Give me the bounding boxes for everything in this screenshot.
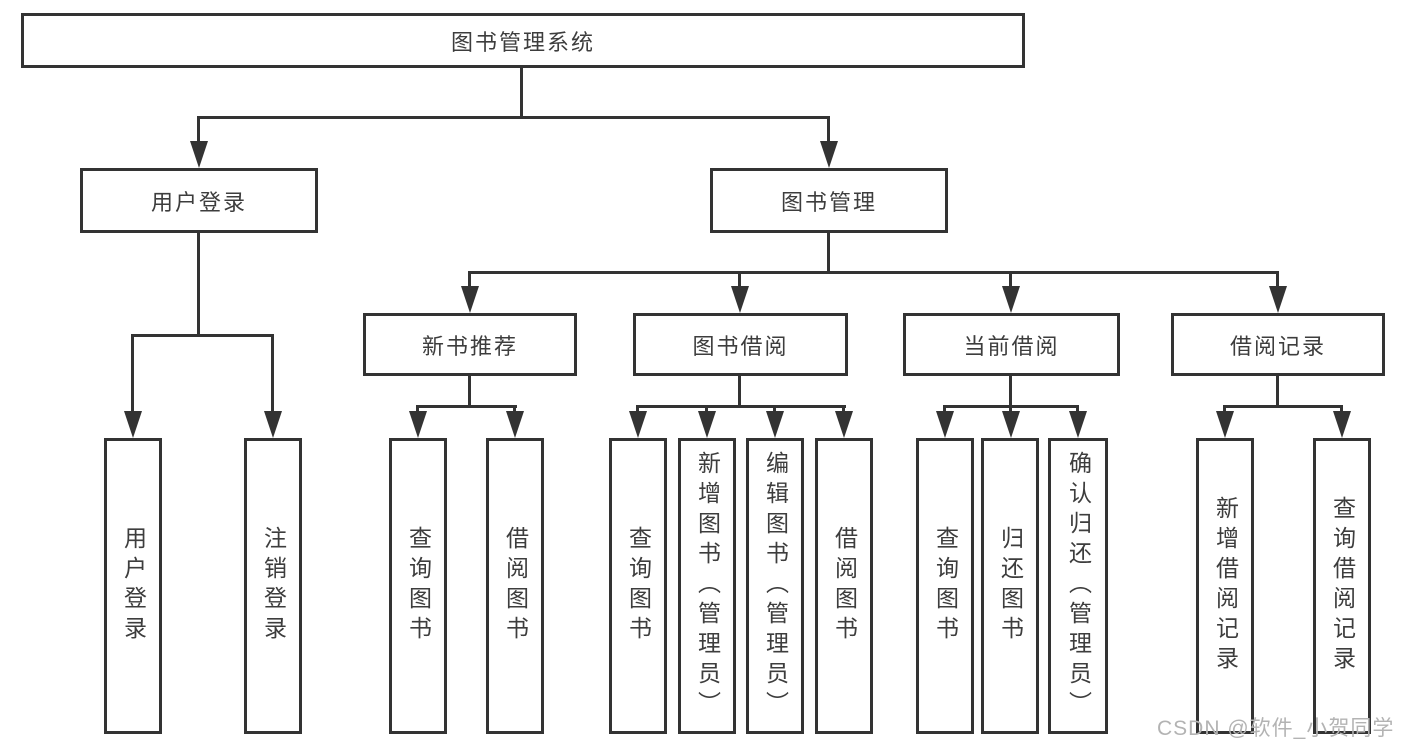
- connector-line: [131, 336, 134, 411]
- leaf-borrow-book: 借阅图书: [815, 438, 873, 734]
- node-root: 图书管理系统: [21, 13, 1025, 68]
- leaf-label: 确认归还（管理员）: [1065, 451, 1092, 721]
- arrowhead-down-icon: [766, 411, 784, 438]
- leaf-return-book: 归还图书: [981, 438, 1039, 734]
- leaf-label: 编辑图书（管理员）: [762, 451, 789, 721]
- connector-line: [636, 407, 639, 412]
- connector-line: [271, 336, 274, 411]
- leaf-confirm-return-admin: 确认归还（管理员）: [1048, 438, 1108, 734]
- connector-line: [197, 116, 830, 119]
- node-book-management-label: 图书管理: [780, 189, 877, 215]
- connector-line: [520, 68, 523, 118]
- leaf-label: 借阅图书: [831, 526, 858, 646]
- leaf-borrow-book-recommend: 借阅图书: [486, 438, 544, 734]
- connector-line: [738, 273, 741, 286]
- node-borrow-record-label: 借阅记录: [1229, 333, 1326, 359]
- arrowhead-down-icon: [698, 411, 716, 438]
- leaf-user-login: 用户登录: [104, 438, 162, 734]
- connector-line: [197, 233, 200, 336]
- arrowhead-down-icon: [1269, 286, 1287, 313]
- connector-line: [1276, 273, 1279, 286]
- connector-line: [842, 407, 845, 412]
- leaf-label: 查询图书: [405, 526, 432, 646]
- arrowhead-down-icon: [264, 411, 282, 438]
- node-user-login: 用户登录: [80, 168, 318, 233]
- arrowhead-down-icon: [1002, 286, 1020, 313]
- arrowhead-down-icon: [835, 411, 853, 438]
- leaf-query-book-current: 查询图书: [916, 438, 974, 734]
- connector-line: [468, 376, 471, 407]
- arrowhead-down-icon: [1069, 411, 1087, 438]
- arrowhead-down-icon: [461, 286, 479, 313]
- leaf-label: 借阅图书: [502, 526, 529, 646]
- arrowhead-down-icon: [731, 286, 749, 313]
- leaf-query-borrow-record: 查询借阅记录: [1313, 438, 1371, 734]
- leaf-query-book-borrow: 查询图书: [609, 438, 667, 734]
- leaf-label: 查询图书: [932, 526, 959, 646]
- leaf-label: 新增图书（管理员）: [694, 451, 721, 721]
- leaf-add-book-admin: 新增图书（管理员）: [678, 438, 736, 734]
- connector-line: [513, 407, 516, 412]
- connector-line: [827, 118, 830, 141]
- node-new-book-recommend: 新书推荐: [363, 313, 577, 376]
- leaf-edit-book-admin: 编辑图书（管理员）: [746, 438, 804, 734]
- connector-line: [1009, 273, 1012, 286]
- arrowhead-down-icon: [190, 141, 208, 168]
- connector-line: [1223, 405, 1343, 408]
- arrowhead-down-icon: [506, 411, 524, 438]
- leaf-label: 用户登录: [120, 526, 147, 646]
- connector-line: [468, 271, 1279, 274]
- connector-line: [943, 407, 946, 412]
- leaf-label: 查询借阅记录: [1329, 496, 1356, 676]
- leaf-logout: 注销登录: [244, 438, 302, 734]
- connector-line: [705, 407, 708, 412]
- arrowhead-down-icon: [629, 411, 647, 438]
- connector-line: [468, 273, 471, 286]
- arrowhead-down-icon: [820, 141, 838, 168]
- connector-line: [1340, 407, 1343, 412]
- node-book-borrow-label: 图书借阅: [692, 333, 789, 359]
- connector-line: [1009, 376, 1012, 407]
- connector-line: [738, 376, 741, 407]
- leaf-label: 查询图书: [625, 526, 652, 646]
- connector-line: [1223, 407, 1226, 412]
- connector-line: [1009, 407, 1012, 412]
- node-book-management: 图书管理: [710, 168, 948, 233]
- node-root-label: 图书管理系统: [450, 29, 595, 55]
- connector-line: [416, 407, 419, 412]
- arrowhead-down-icon: [124, 411, 142, 438]
- arrowhead-down-icon: [1333, 411, 1351, 438]
- connector-line: [131, 334, 274, 337]
- node-book-borrow: 图书借阅: [633, 313, 848, 376]
- node-current-borrow-label: 当前借阅: [963, 333, 1060, 359]
- arrowhead-down-icon: [409, 411, 427, 438]
- connector-line: [1076, 407, 1079, 412]
- leaf-query-book-recommend: 查询图书: [389, 438, 447, 734]
- connector-line: [1276, 376, 1279, 407]
- leaf-label: 归还图书: [997, 526, 1024, 646]
- node-current-borrow: 当前借阅: [903, 313, 1120, 376]
- connector-line: [827, 233, 830, 273]
- node-user-login-label: 用户登录: [150, 189, 247, 215]
- leaf-label: 新增借阅记录: [1212, 496, 1239, 676]
- leaf-add-borrow-record: 新增借阅记录: [1196, 438, 1254, 734]
- node-borrow-record: 借阅记录: [1171, 313, 1385, 376]
- leaf-label: 注销登录: [260, 526, 287, 646]
- connector-line: [197, 118, 200, 141]
- connector-line: [636, 405, 846, 408]
- arrowhead-down-icon: [936, 411, 954, 438]
- node-new-book-recommend-label: 新书推荐: [421, 333, 518, 359]
- csdn-watermark: CSDN @软件_小贺同学: [1157, 717, 1395, 740]
- arrowhead-down-icon: [1002, 411, 1020, 438]
- connector-line: [943, 405, 1079, 408]
- connector-line: [773, 407, 776, 412]
- connector-line: [416, 405, 517, 408]
- arrowhead-down-icon: [1216, 411, 1234, 438]
